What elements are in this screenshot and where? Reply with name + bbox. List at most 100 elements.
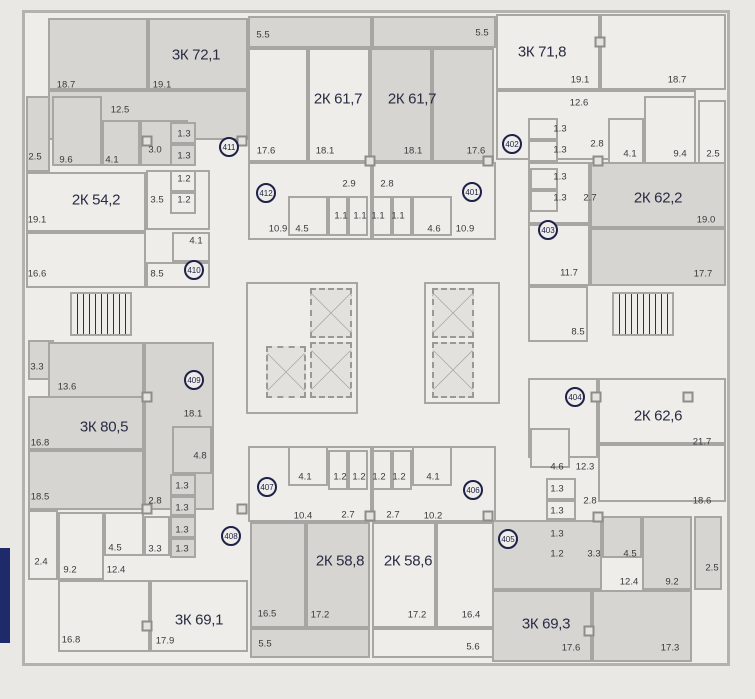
unit-number-marker[interactable]: 410: [184, 260, 204, 280]
room: [28, 450, 144, 510]
room-area-label: 18.6: [692, 495, 712, 507]
room: [26, 96, 50, 172]
room-area-label: 18.1: [403, 145, 423, 157]
room: [58, 580, 150, 652]
room-area-label: 4.5: [108, 542, 122, 554]
room: [104, 512, 144, 556]
room: [170, 538, 196, 558]
room-area-label: 17.6: [256, 145, 276, 157]
room-area-label: 1.2: [177, 194, 191, 206]
unit-number-marker[interactable]: 406: [463, 480, 483, 500]
room: [288, 446, 328, 486]
apartment-label[interactable]: 3К 69,3: [521, 615, 571, 633]
apartment-label[interactable]: 2К 61,7: [313, 90, 363, 108]
apartment-label[interactable]: 2К 58,8: [315, 552, 365, 570]
room: [372, 196, 392, 236]
apartment-label[interactable]: 2К 58,6: [383, 552, 433, 570]
room-area-label: 17.3: [660, 642, 680, 654]
room-area-label: 5.6: [466, 641, 480, 653]
room-area-label: 10.9: [268, 223, 288, 235]
room-area-label: 21.7: [692, 436, 712, 448]
room: [528, 118, 558, 140]
room: [370, 48, 432, 162]
room-area-label: 1.3: [550, 483, 564, 495]
room-area-label: 17.7: [693, 268, 713, 280]
room-area-label: 17.6: [561, 642, 581, 654]
room-area-label: 1.3: [175, 502, 189, 514]
room-area-label: 1.2: [392, 471, 406, 483]
room: [348, 450, 368, 490]
room-area-label: 4.1: [298, 471, 312, 483]
room-area-label: 3.5: [150, 194, 164, 206]
room-area-label: 5.5: [475, 27, 489, 39]
unit-number-marker[interactable]: 401: [462, 182, 482, 202]
unit-number-marker[interactable]: 411: [219, 137, 239, 157]
column: [482, 155, 494, 167]
room-area-label: 9.2: [63, 564, 77, 576]
room: [58, 512, 104, 580]
room: [492, 590, 592, 662]
room: [372, 522, 436, 628]
room-area-label: 1.1: [391, 210, 405, 222]
room: [496, 14, 600, 90]
room-area-label: 19.1: [570, 74, 590, 86]
room: [642, 516, 692, 590]
room-area-label: 12.6: [569, 97, 589, 109]
room-area-label: 1.1: [353, 210, 367, 222]
column: [590, 391, 602, 403]
room: [170, 474, 196, 496]
unit-number-marker[interactable]: 408: [221, 526, 241, 546]
room-area-label: 12.4: [619, 576, 639, 588]
unit-number-marker[interactable]: 402: [502, 134, 522, 154]
room-area-label: 3.3: [587, 548, 601, 560]
room: [392, 450, 412, 490]
room: [412, 446, 452, 486]
room-area-label: 17.2: [310, 609, 330, 621]
room: [372, 16, 496, 48]
elevator-shaft: [310, 342, 352, 398]
room-area-label: 1.3: [550, 505, 564, 517]
apartment-label[interactable]: 2К 62,6: [633, 407, 683, 425]
column: [141, 620, 153, 632]
apartment-label[interactable]: 2К 62,2: [633, 189, 683, 207]
unit-number-marker[interactable]: 403: [538, 220, 558, 240]
apartment-label[interactable]: 2К 54,2: [71, 191, 121, 209]
room-area-label: 17.9: [155, 635, 175, 647]
unit-number-marker[interactable]: 404: [565, 387, 585, 407]
room-area-label: 1.3: [553, 144, 567, 156]
unit-number-marker[interactable]: 409: [184, 370, 204, 390]
unit-number-marker[interactable]: 407: [257, 477, 277, 497]
room-area-label: 10.2: [423, 510, 443, 522]
staircase: [612, 292, 674, 336]
room-area-label: 12.3: [575, 461, 595, 473]
apartment-label[interactable]: 3К 72,1: [171, 46, 221, 64]
room-area-label: 1.3: [177, 150, 191, 162]
room: [328, 196, 348, 236]
column: [236, 503, 248, 515]
apartment-label[interactable]: 3К 69,1: [174, 611, 224, 629]
room-area-label: 1.3: [175, 480, 189, 492]
apartment-label[interactable]: 3К 80,5: [79, 418, 129, 436]
room: [150, 580, 248, 652]
room: [392, 196, 412, 236]
room: [288, 196, 328, 236]
room-area-label: 10.9: [455, 223, 475, 235]
room: [148, 18, 248, 90]
room-area-label: 16.4: [461, 609, 481, 621]
apartment-label[interactable]: 3К 71,8: [517, 43, 567, 61]
elevator-shaft: [266, 346, 306, 398]
room-area-label: 12.5: [110, 104, 130, 116]
room-area-label: 1.1: [334, 210, 348, 222]
room-area-label: 2.7: [583, 192, 597, 204]
room-area-label: 1.3: [177, 128, 191, 140]
room-area-label: 18.7: [667, 74, 687, 86]
room: [602, 516, 642, 558]
room: [348, 196, 368, 236]
room-area-label: 8.5: [150, 268, 164, 280]
column: [141, 503, 153, 515]
room-area-label: 1.3: [553, 123, 567, 135]
unit-number-marker[interactable]: 412: [256, 183, 276, 203]
room: [436, 522, 494, 628]
apartment-label[interactable]: 2К 61,7: [387, 90, 437, 108]
unit-number-marker[interactable]: 405: [498, 529, 518, 549]
